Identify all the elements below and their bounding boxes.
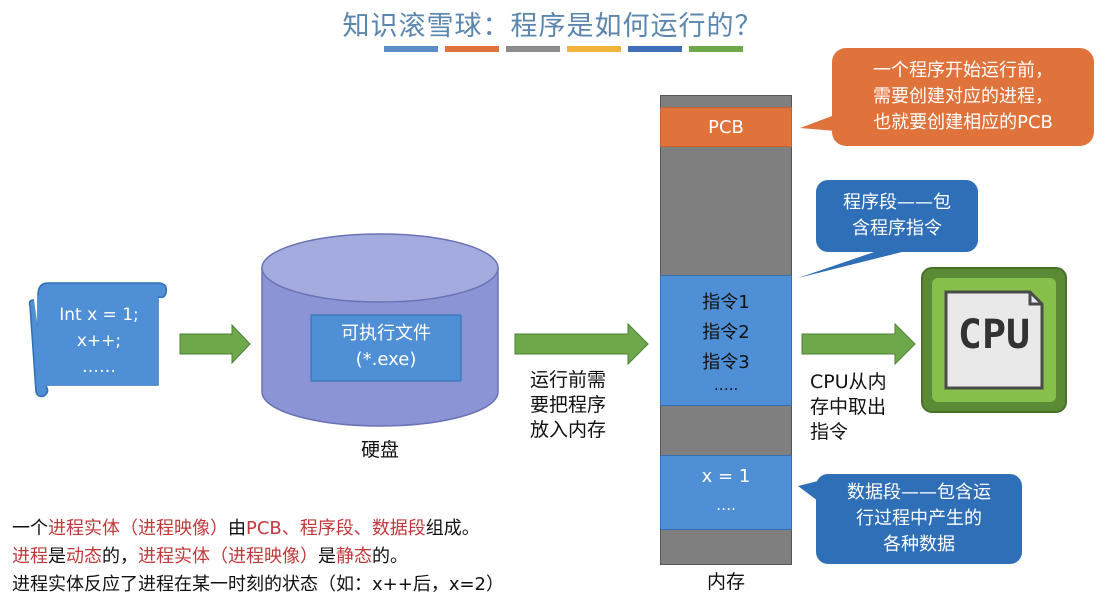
- source-line-2: x++;: [76, 331, 122, 351]
- arrow-scroll-to-disk: [179, 323, 251, 365]
- color-bar-3: [506, 46, 560, 52]
- callout-pcb-bubble: [800, 48, 1094, 146]
- color-bar-1: [384, 46, 438, 52]
- data-ellipsis: ….: [716, 496, 736, 514]
- disk-label: 硬盘: [360, 439, 399, 461]
- callout-pcb: 一个程序开始运行前， 需要创建对应的进程， 也就要创建相应的PCB: [832, 58, 1094, 136]
- file-name: 可执行文件: [341, 323, 431, 344]
- instruction-ellipsis: …..: [713, 376, 739, 394]
- load-note-line-3: 放入内存: [530, 419, 607, 441]
- callout-data-bubble: [798, 474, 1022, 564]
- instruction-1: 指令1: [702, 292, 750, 313]
- memory-pcb-block: PCB: [660, 107, 792, 147]
- color-bar-6: [689, 46, 743, 52]
- color-bar-4: [567, 46, 621, 52]
- file-extension: (*.exe): [355, 349, 417, 370]
- data-value-1: x = 1: [701, 466, 751, 487]
- callout-pcb-line-2: 需要创建对应的进程，: [873, 86, 1053, 107]
- callout-data-line-1: 数据段——包含运: [847, 482, 991, 503]
- cpu-note-line-2: 存中取出: [810, 396, 887, 418]
- arrow-memory-to-cpu: [801, 322, 916, 366]
- arrow-disk-to-memory: [514, 322, 649, 366]
- disk-cylinder: [261, 233, 499, 427]
- cpu-note-line-1: CPU从内: [810, 371, 887, 393]
- summary-line-3: 进程实体反应了进程在某一时刻的状态（如：x++后，x=2）: [12, 574, 505, 595]
- color-bar-2: [445, 46, 499, 52]
- callout-code-line-2: 含程序指令: [852, 218, 942, 239]
- callout-pcb-line-1: 一个程序开始运行前，: [873, 60, 1053, 81]
- callout-code-line-1: 程序段——包: [843, 192, 951, 213]
- cpu-label: CPU: [957, 312, 1031, 358]
- instruction-2: 指令2: [702, 322, 750, 343]
- callout-data: 数据段——包含运 行过程中产生的 各种数据: [816, 480, 1022, 558]
- instruction-3: 指令3: [702, 352, 750, 373]
- memory-data-segment: x = 1 ….: [660, 455, 792, 530]
- color-bar-5: [628, 46, 682, 52]
- cpu-chip-icon: [921, 267, 1067, 413]
- load-note: 运行前需 要把程序 放入内存: [530, 368, 640, 443]
- load-note-line-2: 要把程序: [530, 394, 607, 416]
- source-line-3: ……: [82, 357, 116, 377]
- executable-file: 可执行文件 (*.exe): [311, 321, 461, 373]
- callout-data-line-2: 行过程中产生的: [856, 508, 982, 529]
- summary-line-2: 进程是动态的，进程实体（进程映像）是静态的。: [12, 546, 408, 567]
- callout-code-bubble: [798, 180, 978, 278]
- callout-code: 程序段——包 含程序指令: [816, 190, 978, 242]
- memory-code-segment: 指令1 指令2 指令3 …..: [660, 275, 792, 406]
- memory-label: 内存: [706, 571, 745, 593]
- cpu-note-line-3: 指令: [810, 421, 849, 443]
- page-title: 知识滚雪球：程序是如何运行的？: [342, 11, 763, 42]
- load-note-line-1: 运行前需: [530, 369, 607, 391]
- cpu-fetch-note: CPU从内 存中取出 指令: [810, 370, 920, 445]
- summary-line-1: 一个进程实体（进程映像）由PCB、程序段、数据段组成。: [12, 518, 480, 539]
- source-code-text: Int x = 1; x++; ……: [40, 302, 158, 380]
- scroll-shape: [28, 282, 168, 398]
- callout-pcb-line-3: 也就要创建相应的PCB: [873, 112, 1053, 133]
- source-line-1: Int x = 1;: [59, 305, 139, 325]
- callout-data-line-3: 各种数据: [883, 534, 955, 555]
